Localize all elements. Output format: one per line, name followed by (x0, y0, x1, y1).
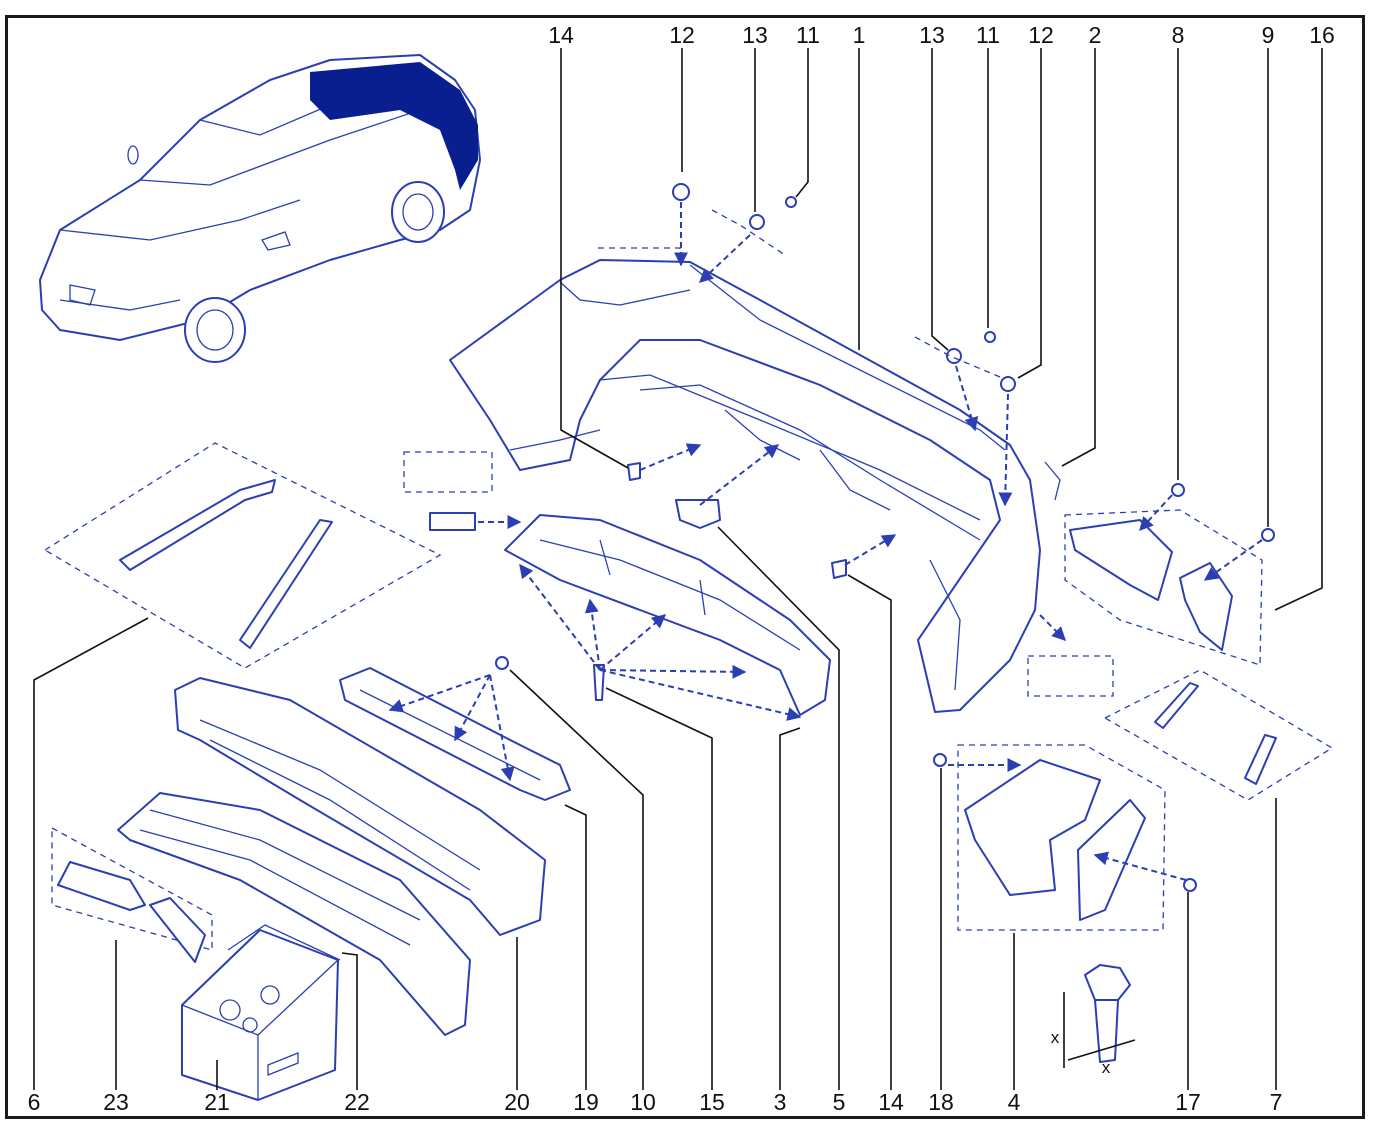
callout-13-top-left: 13 (742, 22, 768, 48)
dimension-label-length: x (1051, 1028, 1060, 1047)
car-illustration (39, 54, 481, 363)
callout-11-top-left: 11 (796, 22, 820, 48)
part-1-bumper-cover (449, 259, 1041, 713)
callout-7: 7 (1270, 1089, 1283, 1115)
callout-12-top-right: 12 (1028, 22, 1054, 48)
callout-11-top-right: 11 (976, 22, 1000, 48)
callout-19: 19 (573, 1089, 599, 1115)
part-4-brackets (933, 744, 1197, 931)
part-23-trims (51, 826, 213, 963)
part-8-9-16-brackets (1044, 461, 1275, 666)
fasteners (403, 183, 1114, 701)
diagram-frame (5, 15, 1365, 1119)
part-22-grille (117, 792, 471, 1036)
callout-12-top-left: 12 (669, 22, 695, 48)
callout-6: 6 (28, 1089, 41, 1115)
callout-4: 4 (1008, 1089, 1021, 1115)
callout-14-bottom: 14 (878, 1089, 904, 1115)
screw-dimension-detail (1063, 964, 1136, 1068)
callout-17: 17 (1175, 1089, 1201, 1115)
callout-22: 22 (344, 1089, 370, 1115)
callout-14-top: 14 (548, 22, 574, 48)
callout-20: 20 (504, 1089, 530, 1115)
part-21-kit-box (181, 924, 341, 1101)
callout-23: 23 (103, 1089, 129, 1115)
callout-1: 1 (853, 22, 866, 48)
callout-21: 21 (204, 1089, 230, 1115)
part-7-slides (1103, 669, 1334, 801)
part-20-beam (174, 677, 546, 936)
part-6-slides (43, 442, 442, 669)
callout-3: 3 (774, 1089, 787, 1115)
part-3-diffuser (504, 514, 831, 716)
rear-bumper-highlight (310, 62, 478, 190)
callout-18: 18 (928, 1089, 954, 1115)
assembly-arrows (388, 202, 1263, 881)
leader-lines (33, 48, 1323, 1090)
callout-16: 16 (1309, 22, 1335, 48)
dimension-labels: x x (1051, 1028, 1111, 1077)
callouts-bottom: 6 23 21 22 20 19 10 15 3 5 14 18 4 17 7 (28, 1089, 1283, 1115)
callout-15: 15 (699, 1089, 725, 1115)
callouts-top: 14 12 13 11 1 13 11 12 2 8 9 16 (548, 22, 1335, 48)
callout-13-top-right: 13 (919, 22, 945, 48)
callout-2: 2 (1089, 22, 1102, 48)
callout-5: 5 (833, 1089, 846, 1115)
callout-9: 9 (1262, 22, 1275, 48)
callout-10: 10 (630, 1089, 656, 1115)
callout-8: 8 (1172, 22, 1185, 48)
dimension-label-diameter: x (1102, 1058, 1111, 1077)
